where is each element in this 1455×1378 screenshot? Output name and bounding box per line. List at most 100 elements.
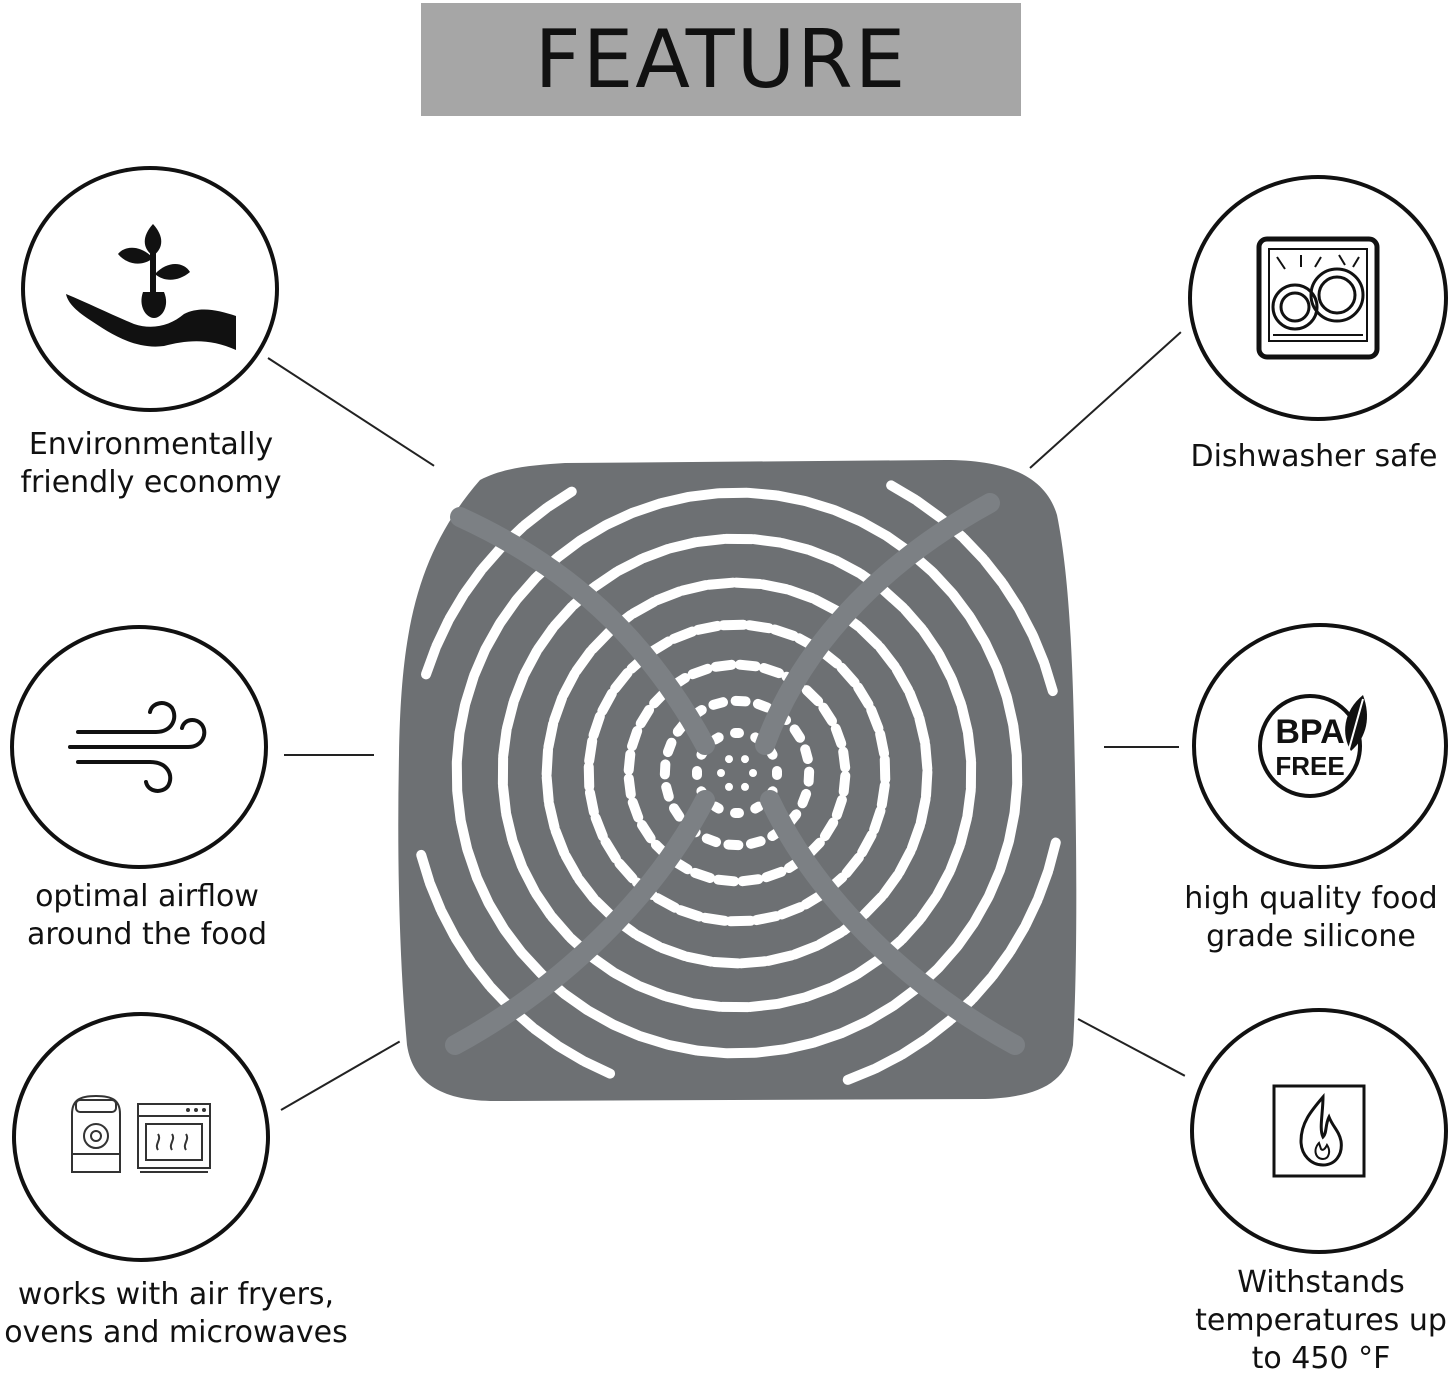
mat-slot — [730, 808, 744, 818]
mat-slot — [852, 954, 885, 979]
bpa-free-icon: BPA FREE — [1258, 694, 1367, 798]
mat-slot — [558, 668, 580, 700]
mat-slot — [632, 930, 664, 952]
mat-slot — [721, 533, 757, 545]
mat-slot — [962, 785, 976, 821]
mat-slot — [675, 905, 705, 922]
mat-slot — [915, 793, 931, 828]
mat-slot — [801, 982, 836, 1003]
mat-slot — [507, 837, 528, 872]
mat-slot — [1033, 866, 1054, 903]
mat-slot — [560, 850, 583, 882]
mat-slot — [818, 702, 838, 727]
mat-slot — [452, 787, 466, 826]
feature-circle-heat — [1190, 1008, 1448, 1254]
mat-slot — [761, 866, 787, 883]
mat-slot — [462, 845, 482, 882]
mat-slot — [838, 746, 851, 773]
feature-circle-silicone: BPA FREE — [1192, 623, 1448, 869]
mat-slot — [773, 992, 809, 1009]
feature-label-silicone: high quality food grade silicone — [1170, 880, 1452, 956]
mat-slot — [668, 803, 685, 822]
mat-slot — [638, 543, 673, 564]
mat-slot — [553, 1041, 588, 1066]
feature-label-heat-line2: temperatures up — [1195, 1303, 1447, 1338]
mat-slot — [531, 888, 556, 921]
mat-slot — [1020, 894, 1043, 931]
flame-icon — [1272, 1084, 1366, 1178]
mat-slot — [819, 817, 839, 842]
mat-slot — [651, 586, 685, 606]
mat-slot — [460, 671, 479, 709]
mat-slot — [810, 594, 842, 616]
mat-slot — [730, 695, 751, 707]
mat-slot — [891, 664, 914, 696]
mat-slot — [736, 956, 771, 969]
mat-slot — [743, 487, 782, 501]
mat-slot — [730, 577, 765, 589]
mat-slot — [800, 744, 813, 765]
mat-slot — [967, 972, 997, 1004]
mat-slot — [588, 711, 605, 741]
connector-line-dishwasher — [1029, 331, 1182, 469]
mat-slot — [714, 487, 752, 499]
feature-label-appliances-line2: ovens and microwaves — [4, 1315, 348, 1350]
mat-slot — [875, 728, 890, 759]
mat-slot — [549, 601, 577, 632]
mat-slot — [600, 836, 621, 864]
mat-slot — [587, 626, 615, 655]
mat-slot — [920, 739, 933, 774]
mat-slot — [914, 713, 930, 747]
mat-slot — [744, 620, 774, 634]
mat-slot — [623, 749, 636, 776]
mat-slot — [574, 874, 599, 904]
mat-slot — [1005, 922, 1030, 957]
mat-slot — [628, 498, 665, 518]
mat-slot — [876, 780, 890, 810]
mat-slot — [533, 622, 558, 655]
mat-slot — [784, 585, 818, 604]
mat-slot — [803, 766, 815, 787]
mat-slot — [541, 745, 553, 780]
mat-slot — [894, 846, 916, 878]
mat-slot — [829, 505, 866, 527]
mat-slot — [906, 820, 925, 854]
mat-slot — [677, 580, 711, 596]
feature-label-eco-line1: Environmentally — [28, 427, 274, 462]
mat-slot — [1003, 808, 1020, 847]
mat-slot — [668, 626, 698, 644]
mat-slot — [590, 812, 608, 842]
mat-slot — [635, 1031, 673, 1050]
mat-slot — [780, 1037, 818, 1055]
mat-slot — [745, 999, 782, 1012]
mat-slot — [689, 998, 725, 1012]
mat-slot — [498, 725, 512, 761]
mat-slot — [543, 486, 577, 512]
mat-slot — [979, 555, 1007, 588]
mat-slot — [583, 761, 595, 792]
mat-slot — [610, 968, 643, 991]
mat-slot — [709, 957, 744, 969]
feature-label-dishwasher-line1: Dishwasher safe — [1190, 439, 1438, 474]
feature-label-dishwasher: Dishwasher safe — [1174, 438, 1454, 476]
title-banner: FEATURE — [421, 3, 1021, 116]
mat-slot — [718, 619, 749, 631]
mat-slot — [857, 830, 877, 858]
feature-label-heat-line1: Withstands — [1237, 1265, 1405, 1300]
mat-slot — [995, 837, 1014, 875]
mat-slot — [946, 674, 967, 709]
mat-slot — [878, 869, 903, 900]
mat-slot — [659, 759, 671, 780]
feature-label-airflow-line1: optimal airflow — [35, 879, 259, 914]
mat-slot — [519, 646, 542, 679]
page-title: FEATURE — [534, 12, 908, 106]
mat-slot — [665, 537, 701, 554]
mat-slot — [614, 858, 638, 884]
mat-slot — [797, 788, 812, 809]
mat-slot — [916, 891, 941, 924]
mat-rib-top-right — [755, 493, 1000, 755]
mat-slot — [956, 701, 973, 737]
mat-slot — [836, 662, 860, 688]
mat-slot — [934, 649, 957, 683]
mat-slot — [1039, 659, 1058, 697]
